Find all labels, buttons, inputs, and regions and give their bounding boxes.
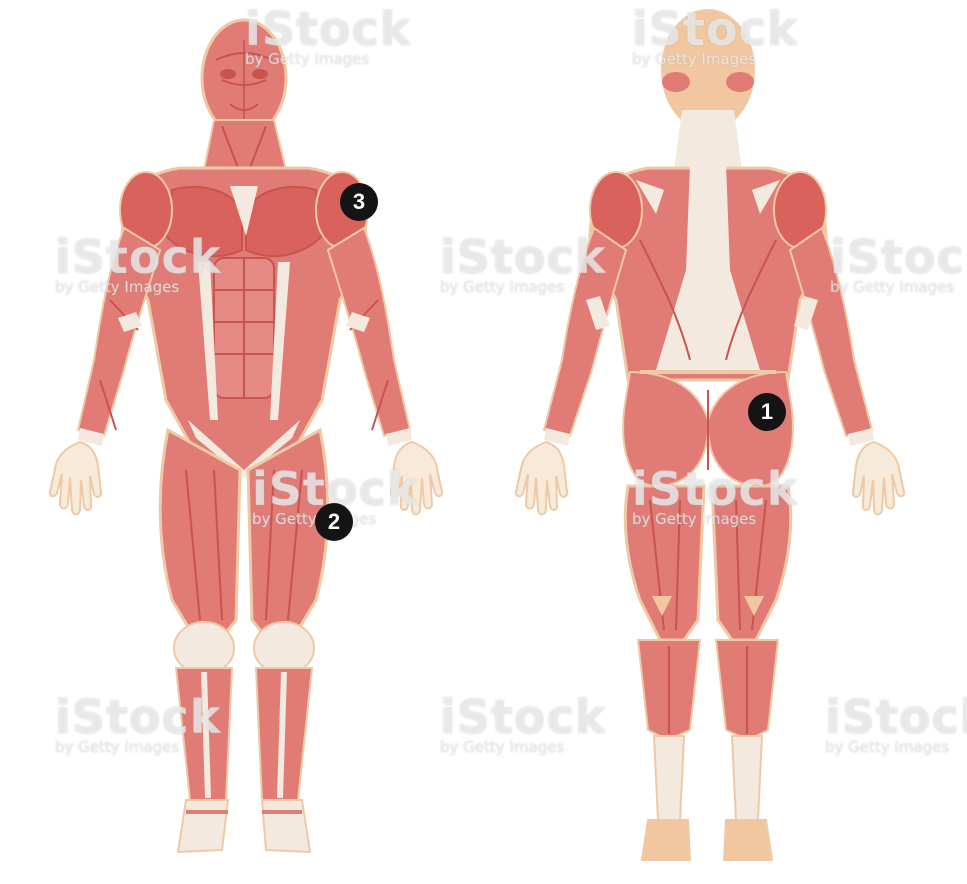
watermark-brand: iStock: [440, 230, 606, 284]
watermark-brand: iStock: [830, 230, 967, 284]
watermark-brand: iStock: [55, 690, 221, 744]
watermark-byline: by Getty Images: [830, 278, 967, 296]
watermark-brand: iStock: [245, 2, 411, 56]
marker-2-thigh[interactable]: 2: [315, 503, 353, 541]
marker-1-glute[interactable]: 1: [748, 393, 786, 431]
watermark-byline: by Getty Images: [825, 738, 967, 756]
watermark-brand: iStock: [632, 462, 798, 516]
marker-3-deltoid[interactable]: 3: [340, 183, 378, 221]
watermark-brand: iStock: [825, 690, 967, 744]
watermark-brand: iStock: [55, 230, 221, 284]
watermark-brand: iStock: [440, 690, 606, 744]
watermark-brand: iStock: [632, 2, 798, 56]
